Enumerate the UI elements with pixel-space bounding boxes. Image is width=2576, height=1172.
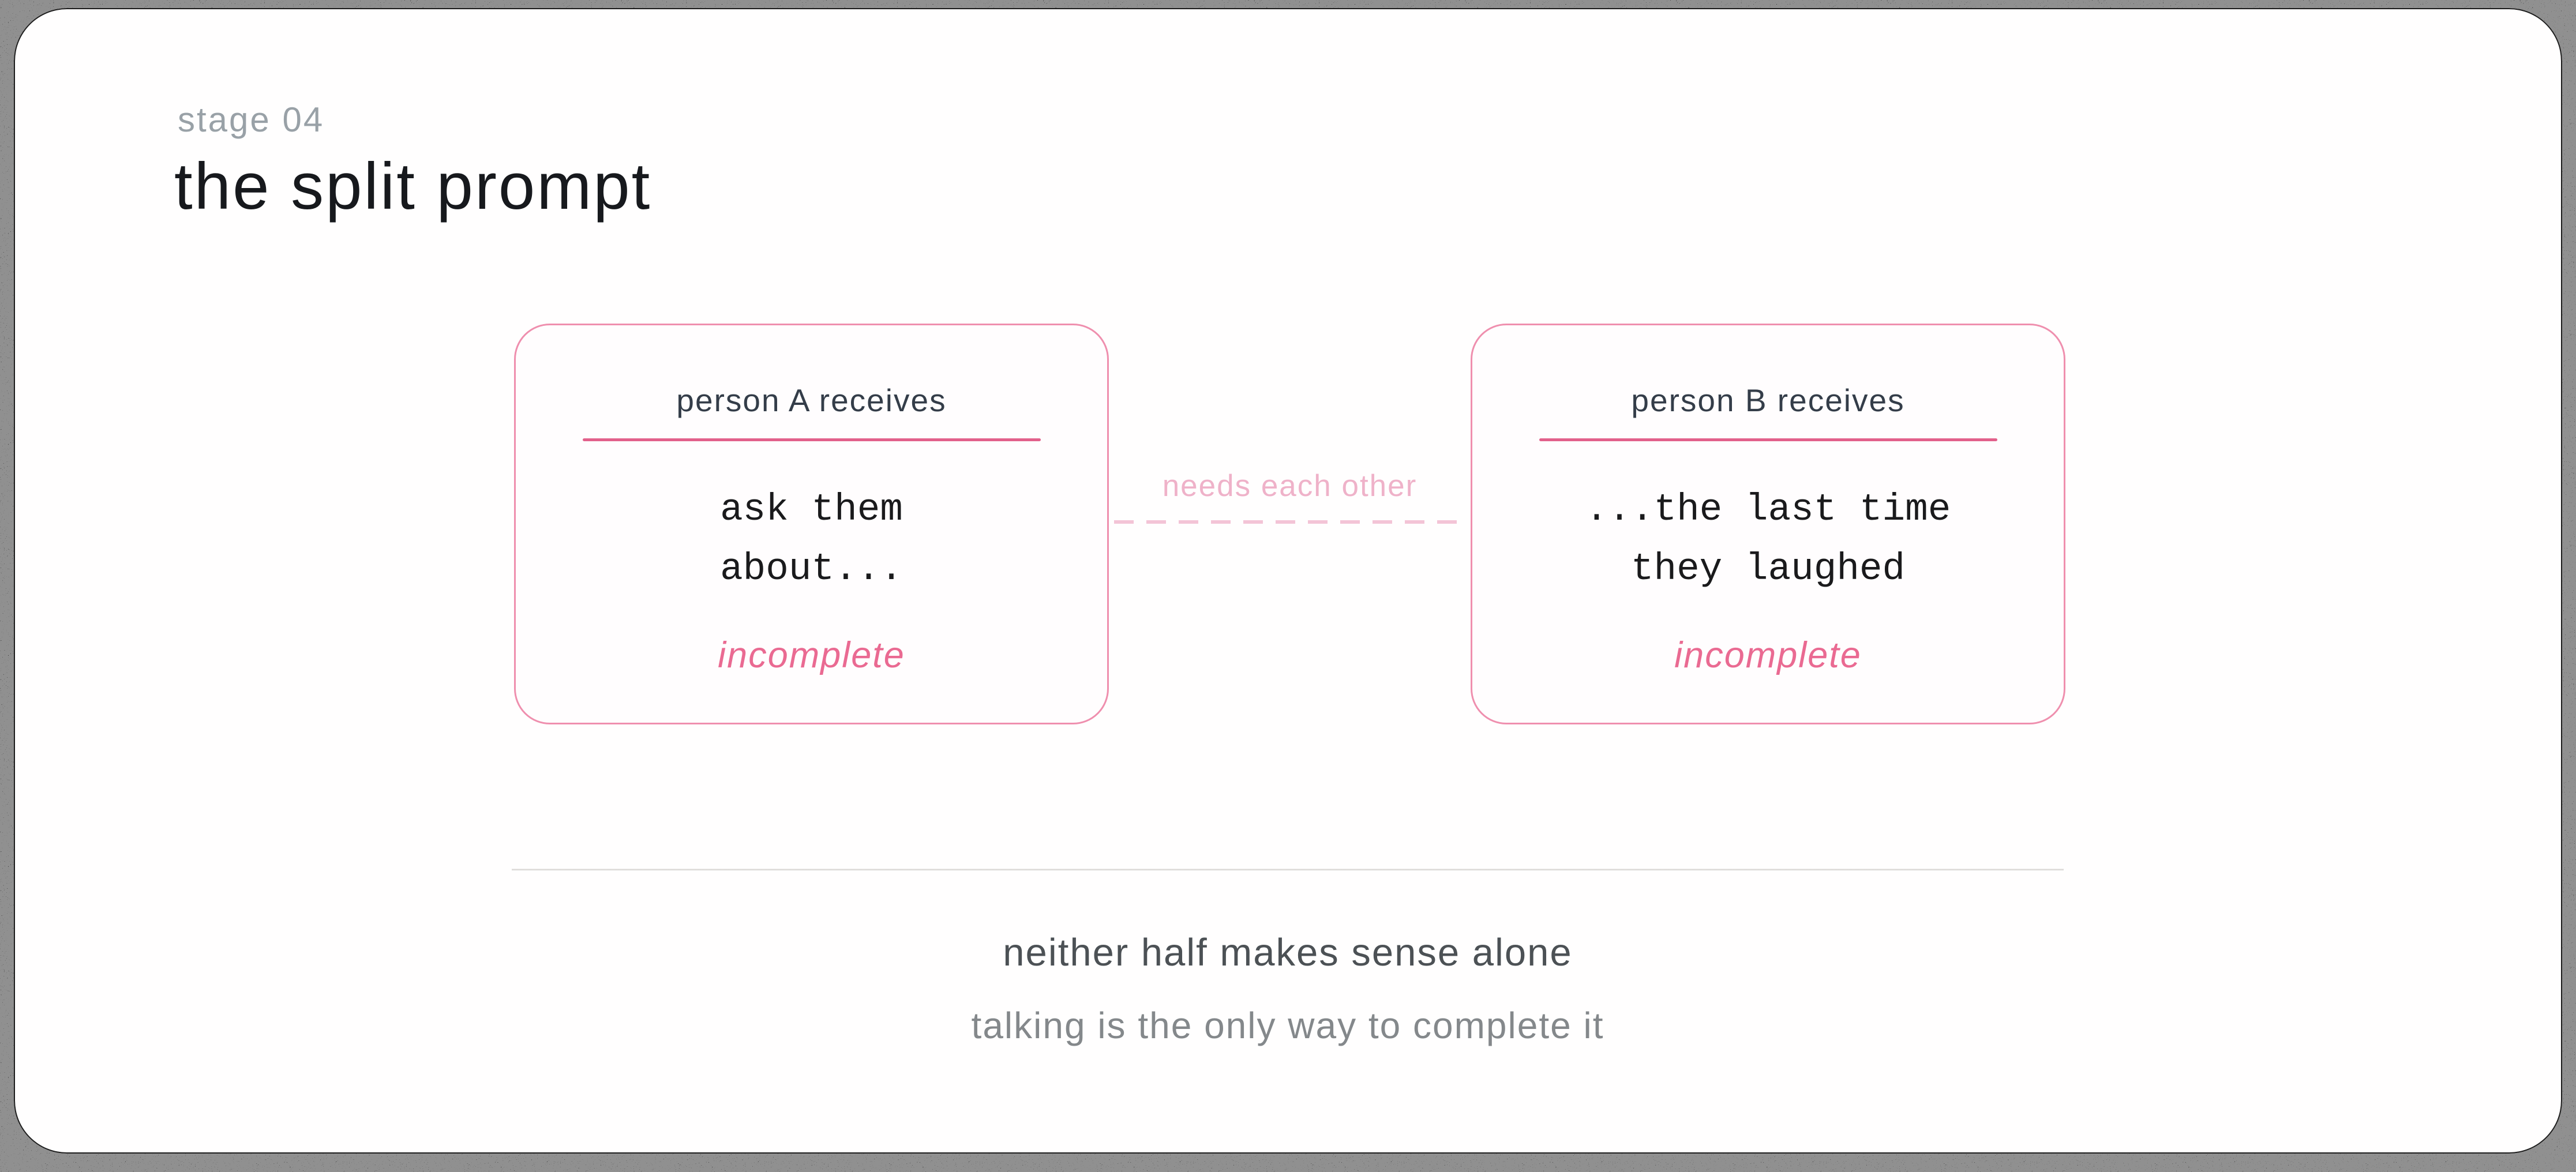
prompt-box-person-a: person A receives ask them about... incom… — [514, 324, 1109, 724]
divider-line — [512, 869, 2064, 870]
person-b-header: person B receives — [1631, 382, 1905, 418]
person-b-prompt-text: ...the last time they laughed — [1472, 480, 2064, 599]
closing-block: neither half makes sense alone talking i… — [512, 930, 2064, 1047]
prompt-line: ask them — [720, 488, 903, 531]
slide-title: the split prompt — [174, 150, 652, 223]
person-a-header: person A receives — [676, 382, 947, 418]
slide-card: stage 04 the split prompt person A recei… — [14, 8, 2562, 1154]
closing-line-1: neither half makes sense alone — [1003, 931, 1573, 974]
stage-number-label: stage 04 — [178, 100, 325, 139]
person-b-header-underline — [1539, 438, 1997, 441]
prompt-box-person-b: person B receives ...the last time they l… — [1471, 324, 2065, 724]
person-a-header-underline — [582, 438, 1041, 441]
person-a-prompt-text: ask them about... — [516, 480, 1107, 599]
prompt-line: they laughed — [1630, 547, 1906, 591]
prompt-line: about... — [720, 547, 903, 591]
person-a-status-incomplete: incomplete — [718, 635, 905, 675]
connector-label: needs each other — [1162, 469, 1418, 503]
person-b-status-incomplete: incomplete — [1674, 635, 1862, 675]
closing-line-2: talking is the only way to complete it — [971, 1005, 1604, 1046]
prompt-line: ...the last time — [1585, 488, 1951, 531]
connector-dashed-line — [1114, 520, 1467, 524]
